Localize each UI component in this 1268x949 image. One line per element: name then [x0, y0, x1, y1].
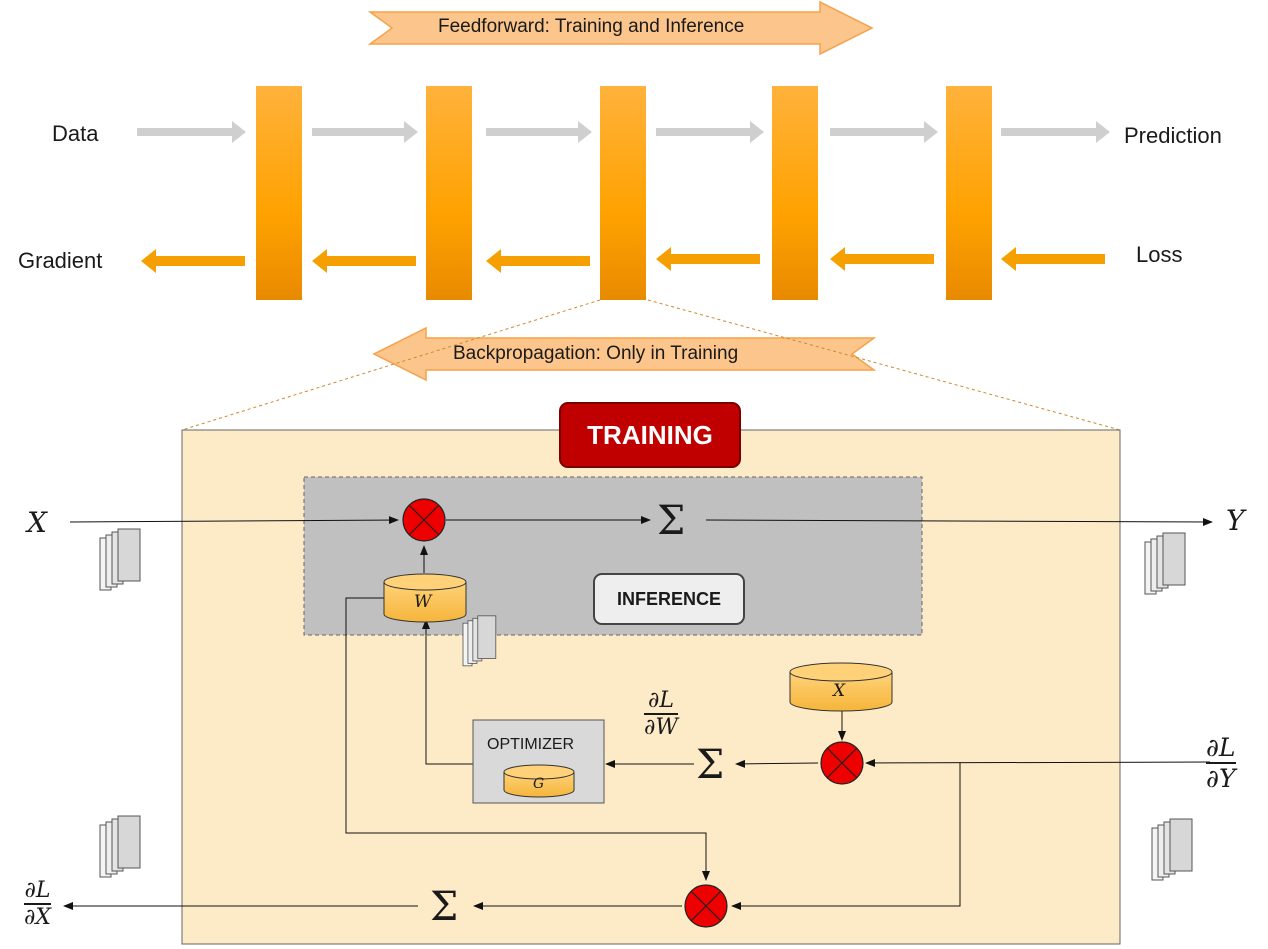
input-store-cylinder [789, 662, 893, 712]
y-output-label: Y [1226, 504, 1245, 537]
tensor-stack-icon-dy [1151, 818, 1193, 881]
layer-2 [426, 86, 472, 300]
multiply-node-forward [402, 498, 446, 542]
optimizer-store-cylinder [503, 764, 575, 798]
dl-dw-fraction: ∂L ∂W [644, 688, 678, 740]
tensor-stack-icon-dx [99, 815, 141, 878]
layer-4 [772, 86, 818, 300]
dl-dy-fraction: ∂L ∂Y [1206, 733, 1236, 793]
tensor-stack-icon-w [462, 615, 497, 667]
dl-dw-denominator: ∂W [644, 714, 678, 740]
optimizer-store-label: G [533, 776, 545, 792]
inference-badge: INFERENCE [593, 573, 745, 625]
tensor-stack-icon-y [1144, 532, 1186, 595]
dl-dx-denominator: ∂X [24, 904, 52, 930]
backprop-banner-arrow [372, 326, 877, 382]
x-input-label: X [27, 506, 47, 539]
dl-dx-numerator: ∂L [24, 878, 51, 903]
layer-3 [600, 86, 646, 300]
dl-dy-numerator: ∂L [1206, 733, 1236, 762]
dl-dw-numerator: ∂L [648, 688, 674, 713]
weight-store-label: W [414, 592, 432, 612]
sum-symbol-weight-grad: Σ [696, 742, 725, 788]
weight-store-cylinder [383, 573, 467, 623]
input-store-label: X [833, 681, 846, 701]
feedforward-banner-text: Feedforward: Training and Inference [438, 16, 745, 37]
gradient-label: Gradient [18, 248, 103, 273]
sum-symbol-input-grad: Σ [430, 884, 459, 930]
training-badge: TRAINING [559, 402, 741, 468]
dl-dy-denominator: ∂Y [1206, 763, 1236, 793]
dl-dx-fraction: ∂L ∂X [24, 878, 52, 930]
forward-arrows [137, 121, 1110, 143]
connector-lines [63, 516, 1213, 910]
prediction-label: Prediction [1124, 123, 1222, 148]
zoom-line-left [181, 299, 601, 431]
data-label: Data [52, 121, 99, 146]
sum-symbol-forward: Σ [657, 498, 686, 544]
multiply-node-input-grad [684, 884, 728, 928]
layer-5 [946, 86, 992, 300]
feedforward-banner-arrow [367, 0, 874, 56]
backprop-banner-text: Backpropagation: Only in Training [453, 343, 739, 364]
backward-arrows [141, 247, 1105, 273]
layer-1 [256, 86, 302, 300]
optimizer-label: OPTIMIZER [487, 736, 575, 753]
multiply-node-weight-grad [820, 741, 864, 785]
loss-label: Loss [1136, 242, 1183, 267]
tensor-stack-icon-x [99, 528, 141, 591]
